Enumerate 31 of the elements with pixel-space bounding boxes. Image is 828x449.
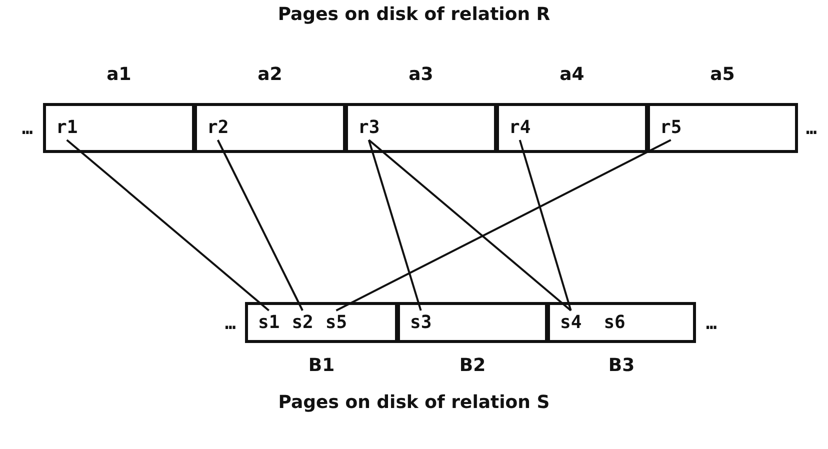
connector-line (518, 140, 572, 311)
page-label: B1 (307, 355, 336, 376)
record-label: r1 (56, 118, 78, 138)
record-label: s6 (604, 312, 626, 332)
connector-line (368, 140, 422, 311)
record-label: s5 (325, 312, 348, 332)
page-label: a4 (558, 64, 586, 85)
connector-line (336, 139, 672, 312)
page-label: B3 (607, 355, 636, 376)
ellipsis: … (806, 118, 817, 139)
diagram-caption: Pages on disk of relation S (277, 392, 551, 413)
page-label: B2 (458, 355, 487, 376)
page-label: a3 (408, 64, 434, 85)
record-label: s2 (292, 312, 314, 332)
connector-line (216, 140, 304, 311)
connector-line (368, 139, 572, 312)
ellipsis: … (225, 313, 236, 334)
record-label: r5 (660, 118, 682, 138)
record-label: r4 (509, 118, 531, 138)
connector-line (66, 139, 270, 312)
ellipsis: … (22, 118, 33, 139)
diagram-title: Pages on disk of relation R (276, 4, 552, 25)
record-label: r3 (358, 118, 380, 138)
record-label: s3 (410, 312, 432, 332)
record-label: s1 (258, 312, 280, 332)
page-label: a1 (106, 64, 132, 85)
page-label: a5 (709, 64, 736, 85)
ellipsis: … (706, 313, 717, 334)
record-label: s4 (560, 312, 582, 332)
page-label: a2 (256, 64, 284, 85)
record-label: r2 (207, 118, 229, 138)
